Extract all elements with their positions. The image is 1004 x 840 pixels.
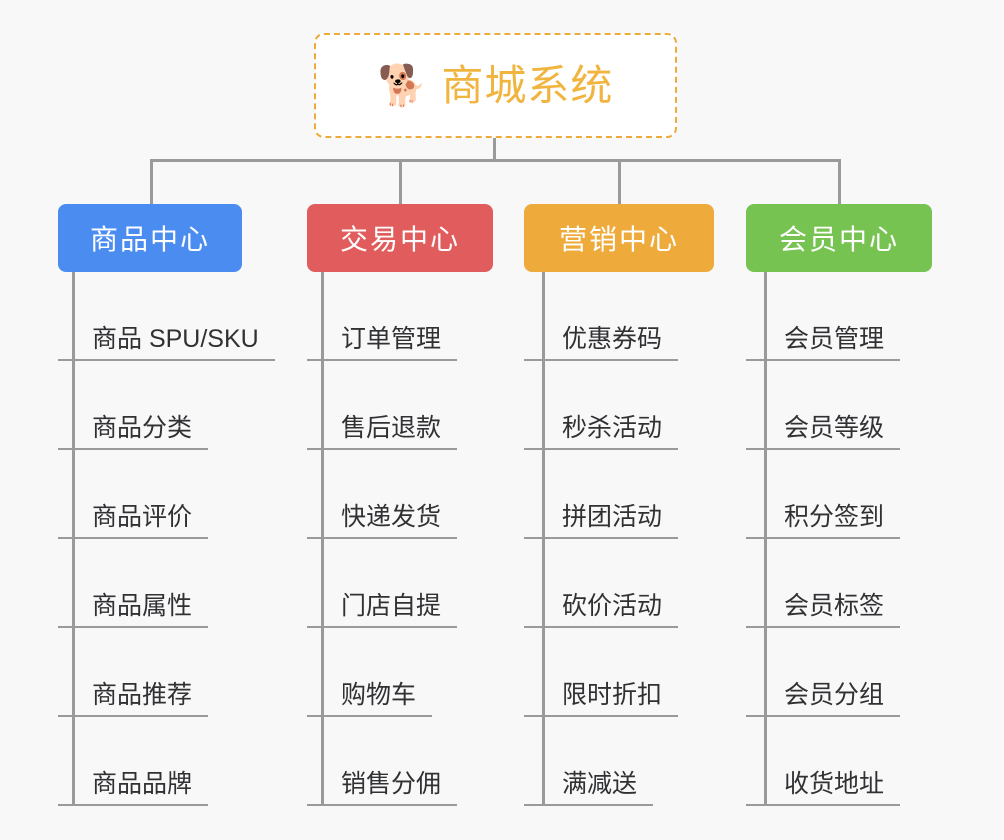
category-label: 会员中心 xyxy=(778,224,899,255)
leaf-label: 门店自提 xyxy=(341,591,442,620)
list-item[interactable]: 限时折扣 xyxy=(524,628,714,717)
list-item[interactable]: 售后退款 xyxy=(307,361,493,450)
leaf-label: 优惠券码 xyxy=(562,324,663,353)
branch-member-center: 会员中心 会员管理 会员等级 积分签到 会员标签 会员分组 收货地址 xyxy=(746,204,932,806)
leaf-label: 收货地址 xyxy=(784,769,885,798)
list-item[interactable]: 会员分组 xyxy=(746,628,932,717)
category-header-trade-center[interactable]: 交易中心 xyxy=(307,204,493,272)
list-item[interactable]: 商品分类 xyxy=(58,361,242,450)
branch-marketing-center: 营销中心 优惠券码 秒杀活动 拼团活动 砍价活动 限时折扣 满减送 xyxy=(524,204,714,806)
leaf-label: 商品推荐 xyxy=(92,680,193,709)
list-item[interactable]: 会员管理 xyxy=(746,272,932,361)
leaf-list-product-center: 商品 SPU/SKU 商品分类 商品评价 商品属性 商品推荐 商品品牌 xyxy=(58,272,275,806)
list-item[interactable]: 门店自提 xyxy=(307,539,493,628)
category-header-marketing-center[interactable]: 营销中心 xyxy=(524,204,714,272)
list-item[interactable]: 销售分佣 xyxy=(307,717,493,806)
list-item[interactable]: 快递发货 xyxy=(307,450,493,539)
leaf-label: 商品品牌 xyxy=(92,769,193,798)
leaf-label: 砍价活动 xyxy=(562,591,663,620)
leaf-label: 积分签到 xyxy=(784,502,885,531)
leaf-label: 会员分组 xyxy=(784,680,885,709)
leaf-label: 会员等级 xyxy=(784,413,885,442)
list-item[interactable]: 会员等级 xyxy=(746,361,932,450)
list-item[interactable]: 订单管理 xyxy=(307,272,493,361)
leaf-label: 商品 SPU/SKU xyxy=(92,324,259,353)
category-label: 商品中心 xyxy=(89,224,210,255)
connector-drop-product-center xyxy=(150,159,153,205)
list-item[interactable]: 收货地址 xyxy=(746,717,932,806)
list-item[interactable]: 商品推荐 xyxy=(58,628,242,717)
leaf-label: 销售分佣 xyxy=(341,769,442,798)
category-header-product-center[interactable]: 商品中心 xyxy=(58,204,242,272)
list-item[interactable]: 商品品牌 xyxy=(58,717,242,806)
root-node[interactable]: 🐕 商城系统 xyxy=(314,33,677,138)
branch-spine xyxy=(764,272,767,806)
leaf-label: 限时折扣 xyxy=(562,680,663,709)
leaf-label: 满减送 xyxy=(562,769,638,798)
leaf-label: 秒杀活动 xyxy=(562,413,663,442)
leaf-label: 拼团活动 xyxy=(562,502,663,531)
connector-root-stem xyxy=(493,138,496,162)
connector-drop-marketing-center xyxy=(618,159,621,205)
category-label: 营销中心 xyxy=(558,224,679,255)
leaf-list-marketing-center: 优惠券码 秒杀活动 拼团活动 砍价活动 限时折扣 满减送 xyxy=(524,272,714,806)
connector-drop-trade-center xyxy=(399,159,402,205)
list-item[interactable]: 砍价活动 xyxy=(524,539,714,628)
branch-spine xyxy=(72,272,75,806)
leaf-list-trade-center: 订单管理 售后退款 快递发货 门店自提 购物车 销售分佣 xyxy=(307,272,493,806)
list-item[interactable]: 积分签到 xyxy=(746,450,932,539)
list-item[interactable]: 会员标签 xyxy=(746,539,932,628)
root-title: 商城系统 xyxy=(441,61,614,109)
category-label: 交易中心 xyxy=(339,224,460,255)
leaf-label: 商品评价 xyxy=(92,502,193,531)
connector-horizontal-bus xyxy=(150,159,840,162)
leaf-label: 快递发货 xyxy=(341,502,442,531)
list-item[interactable]: 商品 SPU/SKU xyxy=(58,272,275,361)
leaf-list-member-center: 会员管理 会员等级 积分签到 会员标签 会员分组 收货地址 xyxy=(746,272,932,806)
list-item[interactable]: 商品评价 xyxy=(58,450,242,539)
branch-spine xyxy=(321,272,324,806)
leaf-label: 售后退款 xyxy=(341,413,442,442)
leaf-label: 商品属性 xyxy=(92,591,193,620)
leaf-label: 商品分类 xyxy=(92,413,193,442)
branch-spine xyxy=(542,272,545,806)
branch-trade-center: 交易中心 订单管理 售后退款 快递发货 门店自提 购物车 销售分佣 xyxy=(307,204,493,806)
leaf-label: 订单管理 xyxy=(341,324,442,353)
leaf-label: 会员标签 xyxy=(784,591,885,620)
branch-product-center: 商品中心 商品 SPU/SKU 商品分类 商品评价 商品属性 商品推荐 商品品牌 xyxy=(58,204,275,806)
list-item[interactable]: 购物车 xyxy=(307,628,493,717)
list-item[interactable]: 满减送 xyxy=(524,717,714,806)
list-item[interactable]: 商品属性 xyxy=(58,539,242,628)
leaf-label: 购物车 xyxy=(341,680,417,709)
category-header-member-center[interactable]: 会员中心 xyxy=(746,204,932,272)
list-item[interactable]: 拼团活动 xyxy=(524,450,714,539)
list-item[interactable]: 优惠券码 xyxy=(524,272,714,361)
connector-drop-member-center xyxy=(838,159,841,205)
leaf-label: 会员管理 xyxy=(784,324,885,353)
list-item[interactable]: 秒杀活动 xyxy=(524,361,714,450)
shiba-dog-face-icon: 🐕 xyxy=(377,63,428,108)
